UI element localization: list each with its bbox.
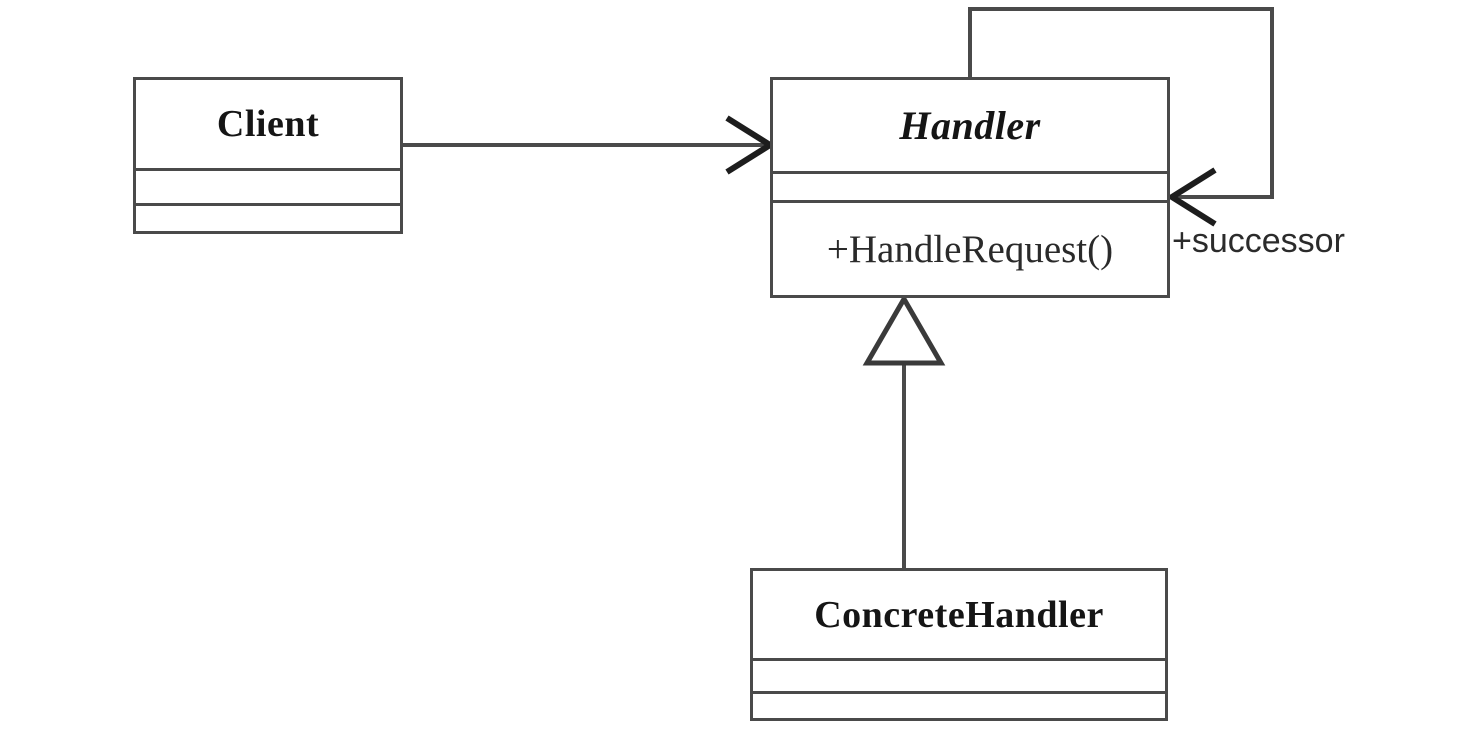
connector-concretehandler-to-handler — [862, 294, 946, 568]
association-role-label-successor: +successor — [1172, 222, 1345, 260]
class-title-client: Client — [216, 103, 320, 145]
class-name-compartment: ConcreteHandler — [753, 571, 1165, 658]
class-title-concretehandler: ConcreteHandler — [814, 593, 1104, 636]
class-box-concretehandler[interactable]: ConcreteHandler — [750, 568, 1168, 721]
class-operations-compartment: +HandleRequest() — [773, 200, 1167, 295]
connector-client-to-handler — [403, 115, 776, 175]
class-name-compartment: Client — [136, 80, 400, 168]
class-operations-compartment — [136, 203, 400, 231]
class-attributes-compartment — [753, 658, 1165, 691]
class-box-handler[interactable]: Handler +HandleRequest() — [770, 77, 1170, 298]
class-box-client[interactable]: Client — [133, 77, 403, 234]
open-arrowhead-icon — [725, 115, 776, 175]
class-name-compartment: Handler — [773, 80, 1167, 171]
class-operations-compartment — [753, 691, 1165, 718]
operation-handle-request: +HandleRequest() — [826, 227, 1114, 271]
class-attributes-compartment — [136, 168, 400, 203]
open-arrowhead-icon — [1166, 167, 1217, 227]
hollow-triangle-arrowhead-icon — [862, 294, 946, 366]
class-title-handler: Handler — [899, 103, 1041, 148]
class-attributes-compartment — [773, 171, 1167, 200]
